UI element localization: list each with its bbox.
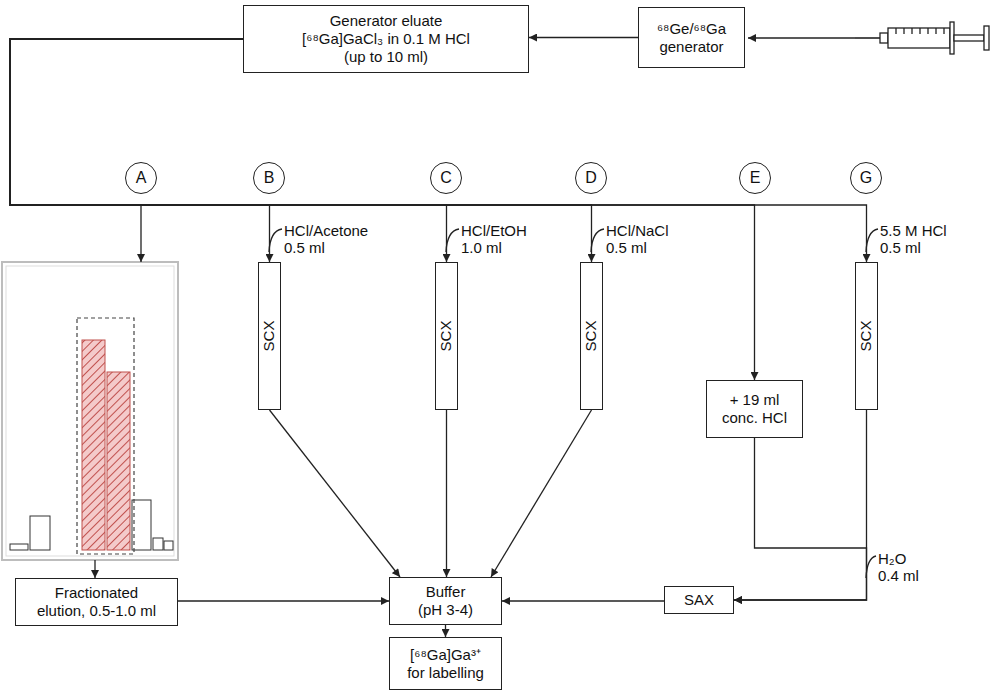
node-text: C bbox=[440, 168, 452, 187]
flow-arrow bbox=[10, 39, 243, 578]
scx-column: SCX bbox=[580, 262, 603, 410]
route-circle: E bbox=[739, 162, 771, 194]
node-text: SCX bbox=[583, 321, 601, 352]
reagent-label: HCl/EtOH 1.0 ml bbox=[461, 222, 533, 257]
flow-line bbox=[10, 39, 243, 262]
flow-arrow bbox=[446, 410, 447, 577]
sax-column: SAX bbox=[664, 586, 734, 614]
flow-line bbox=[10, 39, 270, 262]
syringe-symbol bbox=[748, 22, 989, 54]
generator-box: ⁶⁸Ge/⁶⁸Ga generator bbox=[638, 7, 745, 68]
route-circle: A bbox=[125, 162, 157, 194]
flow-line bbox=[178, 600, 389, 601]
flow-arrow bbox=[10, 39, 755, 380]
flow-line bbox=[502, 600, 664, 601]
node-text: E bbox=[750, 168, 761, 187]
process-box: + 19 ml conc. HCl bbox=[706, 380, 803, 438]
node-text: SCX bbox=[261, 321, 279, 352]
flow-line bbox=[445, 625, 446, 637]
flow-line bbox=[734, 410, 867, 600]
reagent-label: 5.5 M HCl 0.5 ml bbox=[880, 222, 955, 257]
node-text: ⁶⁸Ge/⁶⁸Ga generator bbox=[644, 20, 739, 56]
flow-line bbox=[10, 39, 755, 380]
node-text: [⁶⁸Ga]Ga³⁺ for labelling bbox=[402, 646, 490, 682]
flow-arrow bbox=[491, 410, 592, 577]
flow-line bbox=[270, 410, 401, 577]
route-circle: C bbox=[430, 162, 462, 194]
flow-arrow bbox=[529, 37, 638, 38]
reagent-label: HCl/Acetone 0.5 ml bbox=[284, 222, 374, 257]
scx-column: SCX bbox=[435, 262, 458, 410]
scx-column: SCX bbox=[855, 262, 878, 410]
route-circle: D bbox=[575, 162, 607, 194]
flow-arrow bbox=[445, 625, 446, 637]
node-text: G bbox=[860, 168, 872, 187]
node-text: SCX bbox=[858, 321, 876, 352]
node-text: D bbox=[585, 168, 597, 187]
node-text: Generator eluate [⁶⁸Ga]GaCl₃ in 0.1 M HC… bbox=[296, 12, 476, 66]
flow-line bbox=[94, 560, 95, 578]
product-box: [⁶⁸Ga]Ga³⁺ for labelling bbox=[389, 637, 502, 690]
eluate-box: Generator eluate [⁶⁸Ga]GaCl₃ in 0.1 M HC… bbox=[243, 5, 529, 73]
process-box: Fractionated elution, 0.5-1.0 ml bbox=[15, 578, 178, 626]
node-text: Fractionated elution, 0.5-1.0 ml bbox=[34, 584, 159, 620]
node-text: A bbox=[136, 168, 147, 187]
reagent-label: H₂O 0.4 ml bbox=[878, 550, 923, 585]
flow-arrow bbox=[502, 601, 664, 602]
reagent-leader bbox=[269, 229, 878, 578]
flow-line bbox=[529, 37, 638, 38]
route-circle: B bbox=[253, 162, 285, 194]
flow-arrow bbox=[178, 601, 389, 602]
reagent-label: HCl/NaCl 0.5 ml bbox=[606, 222, 678, 257]
flow-line bbox=[446, 410, 447, 577]
flow-line bbox=[491, 410, 592, 577]
flow-line bbox=[734, 438, 867, 600]
route-circle: G bbox=[850, 162, 882, 194]
buffer-box: Buffer (pH 3-4) bbox=[389, 577, 502, 625]
node-text: + 19 ml conc. HCl bbox=[717, 391, 792, 427]
flow-arrow bbox=[734, 438, 867, 600]
histogram-figure bbox=[2, 262, 178, 560]
flow-arrow bbox=[734, 410, 867, 600]
node-text: B bbox=[264, 168, 275, 187]
node-text: SCX bbox=[438, 321, 456, 352]
scx-column: SCX bbox=[258, 262, 281, 410]
flow-arrow bbox=[10, 39, 270, 262]
flow-arrow bbox=[270, 410, 401, 577]
node-text: SAX bbox=[684, 591, 714, 609]
node-text: Buffer (pH 3-4) bbox=[416, 583, 476, 619]
